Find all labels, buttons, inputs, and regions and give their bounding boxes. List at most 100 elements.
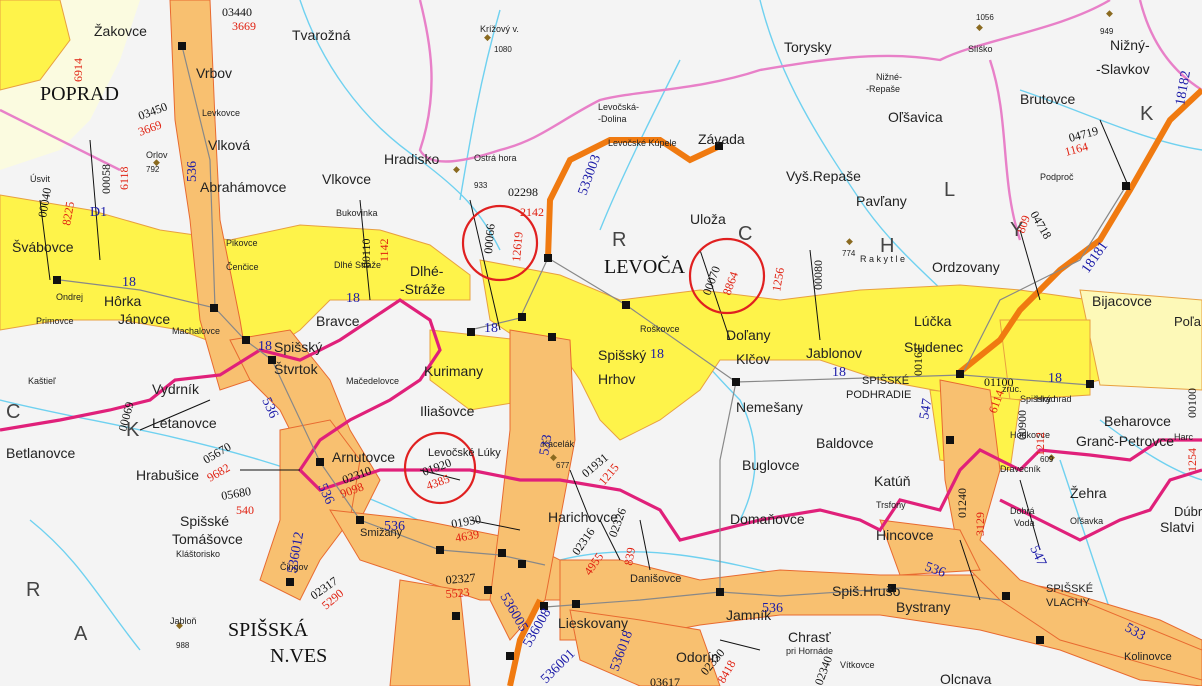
town-label: Spišský [598,347,646,363]
town-label: Abrahámovce [200,179,287,195]
town-label: Katúň [874,473,911,489]
section-number: 05680 [220,484,252,503]
village-label: Voda [1014,518,1035,528]
traffic-count: 1212 [1033,432,1047,456]
village-label: Harc [1174,432,1194,442]
traffic-count: 1256 [769,266,787,292]
village-label: Slíško [968,44,993,54]
town-label: Iliašovce [420,403,475,419]
town-label: Spiš.Hrušo [832,583,901,599]
town-label: -Slavkov [1096,61,1150,77]
peak-elevation: 609 [1040,455,1054,464]
town-label: Doľany [726,327,771,343]
peak-elevation: 988 [176,641,190,650]
village-label: SPIŠSKÉ [1046,582,1093,595]
section-number: 00080 [811,260,825,290]
grid-letter: Y [1010,219,1023,241]
village-label: Roškovce [640,324,680,334]
town-label: Domaňovce [730,511,805,527]
section-number: 03440 [222,5,252,19]
village-label: Levočské Lúky [428,447,501,459]
village-label: Dúbra [1174,504,1202,519]
town-label: Kurimany [424,363,483,379]
village-label: Jabloň [170,616,197,626]
road-number: 18 [484,321,498,336]
svg-text:◆: ◆ [153,157,160,167]
traffic-count: 6914 [71,58,85,82]
town-label: Bystrany [896,599,950,615]
road-number: 18 [650,347,664,362]
road-number: D1 [90,205,107,220]
town-label: Hôrka [104,293,142,309]
village-label: Dobrá [1010,506,1035,516]
town-label: Hincovce [876,527,934,543]
town-label: Torysky [784,39,831,55]
village-label: Čenčice [226,262,259,272]
town-label: Chrasť [788,629,831,645]
svg-text:◆: ◆ [976,22,983,32]
section-number: 01930 [450,512,482,531]
town-label: Klčov [736,351,770,367]
town-label: Dlhé- [410,263,444,279]
village-label: Úsvit [30,174,50,184]
section-number: 00066 [481,223,498,254]
town-label: Vydrník [152,381,200,397]
section-number: 00110 [359,238,373,268]
peak-markers: ◆ ◆ ◆ ◆ ◆ ◆ ◆ ◆ ◆ [153,8,1113,630]
section-number: 00161 [911,346,925,376]
village-label: Ostrá hora [474,153,517,163]
town-label: Vlková [208,137,250,153]
city-label: POPRAD [40,83,119,105]
traffic-count: 1164 [1063,139,1089,159]
town-label: Odorín [676,649,719,665]
village-label: Pikovce [226,238,258,248]
village-label: Smižany [360,527,403,539]
highlight-circle-00066[interactable] [461,204,539,282]
town-label: Betlanovce [6,445,75,461]
village-label: -Repaše [866,84,900,94]
town-label: Olcnava [940,671,992,686]
major-roads [507,87,1202,686]
peak-elevation: 677 [556,461,570,470]
village-label: Kacelák [542,439,575,449]
highlight-circle-01920[interactable] [403,431,477,505]
village-label: Orlov [146,150,168,160]
village-label: zrúc. [1002,384,1022,394]
village-label: -Dolina [598,114,627,124]
village-label: VLACHY [1046,597,1091,609]
village-label: Danišovce [630,573,681,585]
highlight-circle-00070[interactable] [688,237,766,315]
village-label: Trsfony [876,500,906,510]
grid-letter: L [944,179,955,201]
town-label: Hrabušice [136,467,199,483]
town-label: Bijacovce [1092,293,1152,309]
road-number: 18182 [1173,70,1194,107]
town-label: Vrbov [196,65,232,81]
town-label: Studenec [904,339,963,355]
svg-text:◆: ◆ [484,32,491,42]
town-label: Jánovce [118,311,170,327]
village-label: Bukovinka [336,208,378,218]
svg-text:◆: ◆ [846,236,853,246]
road-number: 18 [258,339,272,354]
road-number: 18 [1048,371,1062,386]
road-number: 536 [185,161,200,182]
village-label: Podproč [1040,172,1074,182]
traffic-count: 4639 [454,527,480,545]
peak-elevation: 792 [146,165,160,174]
grid-letter: A [74,623,88,645]
yellow-zones [0,0,1202,471]
road-number: 533 [537,433,555,456]
peak-elevation: 1056 [976,13,994,22]
traffic-count: 8225 [59,200,77,226]
town-label: Závada [698,131,745,147]
section-number: 01100 [984,375,1014,389]
highlight-circles[interactable] [403,204,766,505]
traffic-count: 809 [1014,213,1033,235]
traffic-count: 2142 [520,205,544,219]
town-label: Vyš.Repaše [786,168,861,184]
village-label: SPIŠSKÉ [862,374,909,387]
village-label: Oľšavka [1070,516,1103,526]
town-label: Bravce [316,313,360,329]
